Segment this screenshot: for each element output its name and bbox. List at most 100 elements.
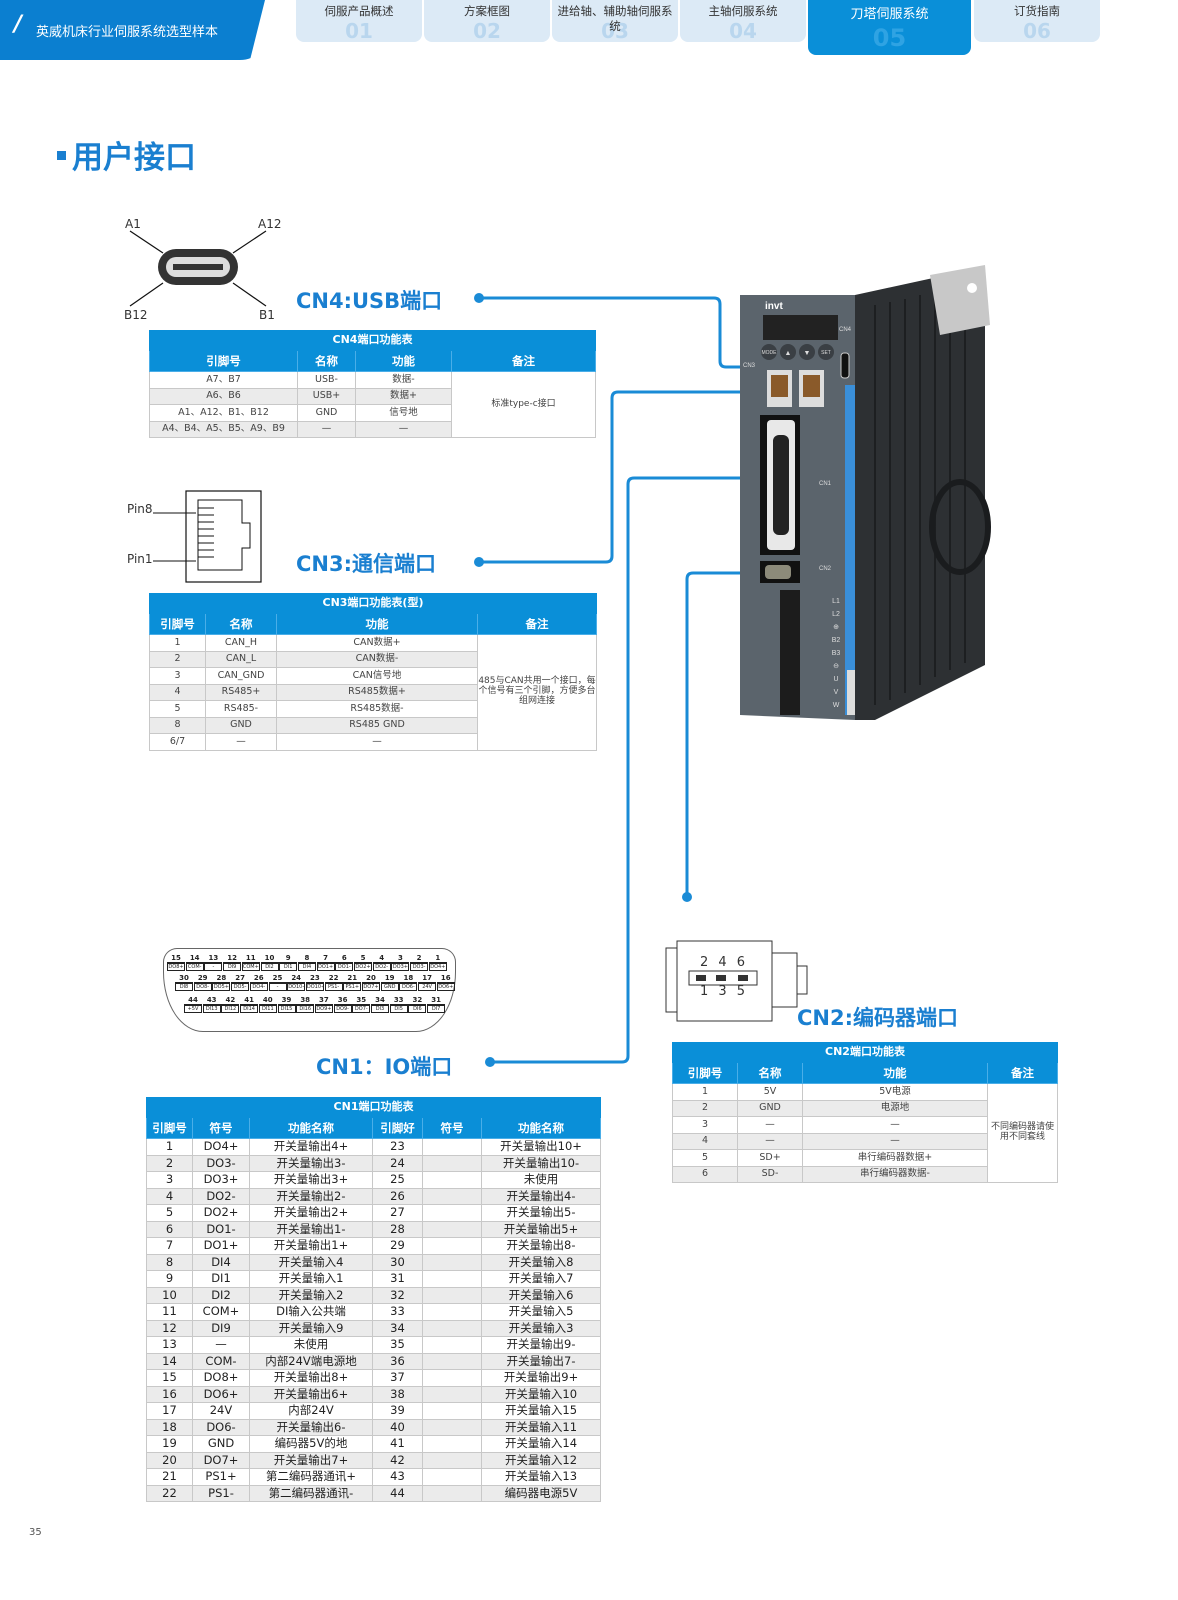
tab-label: 进给轴、辅助轴伺服系统 (557, 4, 673, 33)
table-cell: 开关量输出3- (249, 1154, 373, 1172)
table-cell: 28 (372, 1220, 423, 1238)
device-brand: invt (765, 301, 783, 312)
table-cell: 第二编码器通讯+ (249, 1468, 373, 1486)
pin-signal: DI8 (175, 983, 193, 991)
table-cell: 编码器5V的地 (249, 1435, 373, 1453)
table-cell: 27 (372, 1204, 423, 1222)
table-cell: 开关量输出5- (480, 1204, 602, 1222)
table-cell: 15 (146, 1369, 193, 1387)
table-cell: 5 (149, 700, 206, 718)
pin-number: 30 (175, 974, 193, 983)
table-cell: — (802, 1132, 988, 1150)
pin-number: 23 (305, 974, 324, 983)
table-cell (422, 1352, 482, 1370)
table-cell: 22 (146, 1484, 193, 1502)
table-cell: 开关量输入14 (480, 1435, 602, 1453)
table-cell (422, 1484, 482, 1502)
table-cell: 开关量输出2- (249, 1187, 373, 1205)
pin-number: 7 (316, 954, 335, 963)
table-cell: PS1- (192, 1484, 250, 1502)
table-cell: 开关量输入2 (249, 1286, 373, 1304)
power-terminal-label: B2 (832, 637, 841, 644)
table-cell: 23 (372, 1138, 423, 1156)
table-cell: 开关量输出8- (480, 1237, 602, 1255)
table-cell: 开关量输出2+ (249, 1204, 373, 1222)
power-terminal-label: B3 (832, 650, 841, 657)
table-cell: 1 (672, 1083, 738, 1101)
table-cell: 6 (672, 1165, 738, 1183)
table-cell: 数据- (355, 371, 452, 389)
table-cell: DI1 (192, 1270, 250, 1288)
mode-button-label[interactable]: MODE (762, 350, 778, 356)
table-cell: 开关量输出4+ (249, 1138, 373, 1156)
table-cell: CAN_H (205, 634, 277, 652)
table-cell (422, 1336, 482, 1354)
pin-signal: DO9- (333, 1005, 352, 1013)
table-cell: 未使用 (249, 1336, 373, 1354)
power-terminal-label: ⊕ (833, 624, 839, 631)
table-cell: 20 (146, 1451, 193, 1469)
table-cell: 开关量输出7+ (249, 1451, 373, 1469)
pin-signal: - (204, 963, 223, 971)
table-cell: — (297, 420, 356, 438)
pin-signal: DI12 (221, 1005, 240, 1013)
remark-cell: 不同编码器请使用不同套线 (987, 1083, 1058, 1183)
table-cell: RS485数据- (276, 700, 478, 718)
table-cell: — (737, 1132, 803, 1150)
pin-signal: DO3- (410, 963, 429, 971)
table-cell (422, 1402, 482, 1420)
table-cell: 19 (146, 1435, 193, 1453)
table-cell: 5 (146, 1204, 193, 1222)
column-header: 符号 (192, 1117, 250, 1139)
doc-title-banner: / 英威机床行业伺服系统选型样本 (0, 0, 265, 60)
remark-cell: 标准type-c接口 (451, 371, 596, 438)
pin-signal: DI15 (277, 1005, 296, 1013)
column-header: 备注 (451, 350, 596, 372)
table-cell: 开关量输出5+ (480, 1220, 602, 1238)
down-button-label[interactable]: ▼ (804, 350, 811, 357)
usb-c-pin-diagram (129, 230, 267, 307)
pin-signal: DI16 (296, 1005, 315, 1013)
up-button-label[interactable]: ▲ (785, 350, 792, 357)
pin-number: 22 (324, 974, 343, 983)
tab-label: 主轴伺服系统 (708, 4, 778, 18)
table-cell: SD+ (737, 1149, 803, 1167)
pin-signal: 24V (418, 983, 437, 991)
pin-number: 43 (202, 996, 221, 1005)
set-button-label[interactable]: SET (821, 350, 831, 356)
column-header: 名称 (737, 1062, 803, 1084)
table-cell (422, 1187, 482, 1205)
pin-number: 24 (287, 974, 306, 983)
table-cell: GND (297, 404, 356, 422)
table-cell: 开关量输出6- (249, 1418, 373, 1436)
table-cell: 开关量输入1 (249, 1270, 373, 1288)
pin-signal: DO7+ (362, 983, 380, 991)
table-cell: USB- (297, 371, 356, 389)
